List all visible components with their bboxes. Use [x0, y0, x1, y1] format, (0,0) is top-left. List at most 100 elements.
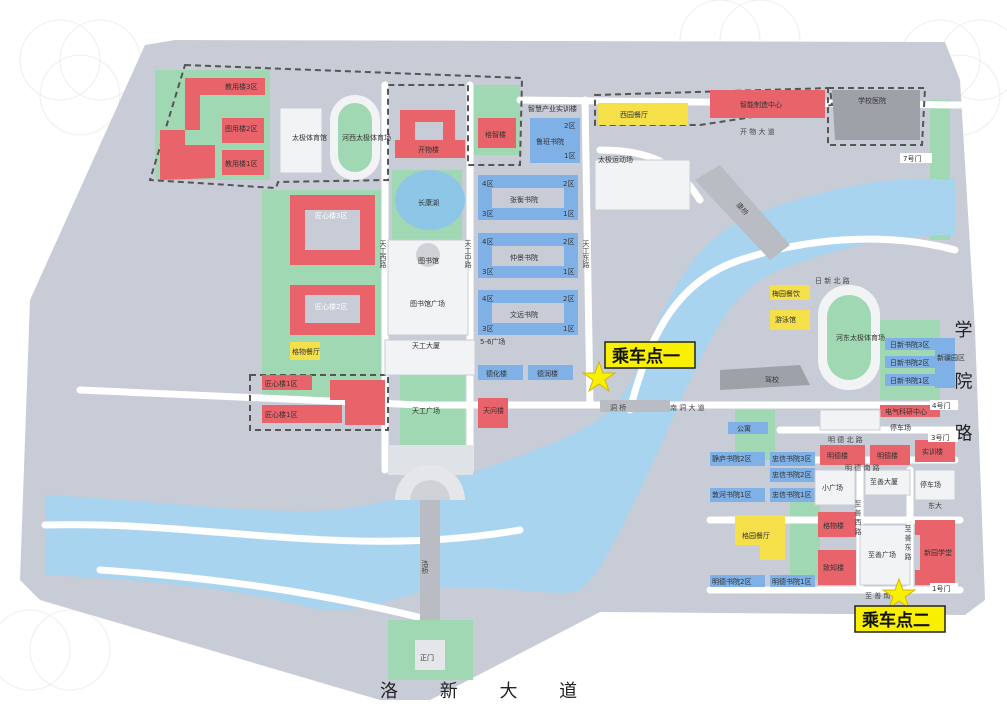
label-zone4-b: 4区: [482, 238, 493, 246]
label-rixin1: 日新书院1区: [890, 376, 929, 385]
label-zhishan-dasha: 至善大厦: [870, 477, 898, 486]
gray-buildings: [720, 90, 920, 390]
label-jiaoyong3: 教用楼3区: [225, 82, 257, 91]
zhishan-west-label: 至 善 西 路: [854, 500, 862, 536]
label-zone2-d: 2区: [563, 295, 574, 303]
gate-4-label: 4号门: [932, 401, 950, 410]
xueyuan-road-text: 学 院 路: [952, 320, 973, 456]
label-meiyuan-canting: 梅园餐饮: [772, 289, 800, 298]
star-icon: [581, 360, 617, 393]
label-tiangong-dasha: 天工大厦: [412, 341, 440, 350]
label-school-hospital: 学校医院: [858, 96, 886, 105]
building-courtyards: [305, 122, 443, 323]
label-zhongxin1: 忠信书院1区: [772, 490, 811, 499]
label-zone4-a: 4区: [482, 180, 493, 188]
label-jinglu-shuyuan1: 明德书院1区: [772, 577, 811, 586]
yellow-buildings: [290, 103, 810, 560]
label-tianzhi-lou: 格智楼: [485, 130, 506, 139]
main-gate-label: 正门: [420, 653, 434, 662]
gate-1-label: 1号门: [932, 584, 950, 593]
label-jiaoyong2: 图用楼2区: [225, 124, 257, 133]
label-taiji-yundongchang: 太极运动场: [598, 155, 633, 164]
label-dianqi-center: 电气科研中心: [885, 407, 927, 416]
label-jinglu2: 静庐书院2区: [712, 454, 751, 463]
tiangong-middle-label: 天工中路: [464, 240, 472, 269]
pickup-point-1[interactable]: 乘车点一: [581, 341, 696, 393]
label-tiankai-lou: 天问楼: [483, 406, 504, 415]
label-xiyuan-canting: 西园餐厅: [620, 110, 648, 119]
label-changkang-lake: 长康湖: [418, 198, 439, 207]
nandong-avenue-label: 南 洞 大 道: [670, 403, 705, 412]
label-zone2-c: 2区: [563, 238, 574, 246]
label-zhongxin2: 忠信书院2区: [772, 470, 811, 479]
bridges: [420, 165, 790, 620]
label-yuanyuan-lou: 德润楼: [537, 369, 558, 378]
label-shuhe1: 敦河书院1区: [712, 490, 751, 499]
label-taiji-gym: 太极体育馆: [292, 133, 327, 142]
label-mingyuan-lou: 明德楼: [877, 451, 898, 460]
label-zhihui-center: 智慧产业实训楼: [528, 104, 577, 113]
label-zone1-d: 1区: [563, 325, 574, 333]
zone-boundaries: [148, 63, 927, 431]
white-buildings: [279, 107, 956, 586]
label-tingchechang2: 停车场: [920, 480, 941, 489]
river: [45, 179, 955, 611]
xueyuan-road-label: 学 院 路: [952, 320, 973, 456]
label-hexi-stadium: 河西太极体育场: [342, 133, 391, 142]
blue-courtyards: [492, 188, 564, 323]
label-zhizhi-lou: 致知楼: [823, 563, 844, 572]
label-jiangxin1b: 匠心楼1区: [265, 410, 297, 419]
label-zone1-a: 1区: [564, 152, 575, 160]
label-zone1-c: 1区: [563, 268, 574, 276]
label-rixin2: 日新书院2区: [890, 358, 929, 367]
label-gongyu: 公寓: [737, 424, 751, 433]
label-zhishan-square: 至善广场: [868, 550, 896, 559]
road-labels: 洛 新 大 道 开 物 大 道 南 洞 大 道 明 德 北 路 明 德 南 路 …: [379, 127, 942, 702]
label-zone1-b: 1区: [563, 210, 574, 218]
zhishan-south-label: 至 善 南 路: [865, 591, 900, 600]
label-jiangxin3: 匠心楼3区: [315, 211, 347, 220]
label-zone3-c: 3区: [482, 325, 493, 333]
label-meiyuan-canting2: 格园餐厅: [742, 531, 770, 540]
label-zhineng-center: 智能制造中心: [740, 100, 782, 109]
pickup-point-2[interactable]: 乘车点二: [854, 577, 946, 633]
dongqiao-label: 洞 桥: [610, 403, 626, 412]
tiangong-west-label: 天工西路: [379, 240, 387, 269]
label-tingchechang: 停车场: [890, 423, 911, 432]
label-zone3-a: 3区: [482, 210, 493, 218]
gate-3-label: 3号门: [931, 433, 949, 442]
star-icon: [881, 577, 917, 610]
label-jiaxiao: 驾校: [765, 375, 779, 384]
luoqiao-label: 洛桥: [421, 559, 429, 575]
label-zone3-b: 3区: [482, 268, 493, 276]
mingde-north-label: 明 德 北 路: [828, 435, 863, 444]
pickup-point-2-label: 乘车点二: [861, 610, 930, 631]
label-rixin3: 日新书院3区: [890, 340, 929, 349]
changkang-lake: [395, 170, 465, 230]
label-hedong-stadium: 河东太极体育场: [836, 333, 885, 342]
hedong-stadium: [818, 285, 880, 390]
mingde-south-label: 明 德 南 路: [845, 463, 880, 472]
label-jiangxin1: 匠心楼1区: [265, 379, 297, 388]
label-library: 图书馆: [418, 256, 439, 265]
rixin-north-label: 日 新 北 路: [815, 276, 850, 285]
zhishan-east-label: 至 善 东 路: [904, 525, 912, 561]
label-gewu-lou: 德化楼: [486, 369, 507, 378]
label-tiangong-square: 天工广场: [412, 406, 440, 415]
label-jinglu-shuyuan2: 明德书院2区: [712, 577, 751, 586]
label-kaiwu-lou: 开物楼: [418, 145, 439, 154]
label-zhongxin3: 忠信书院3区: [772, 454, 811, 463]
label-square56: 5-6广场: [480, 337, 505, 346]
label-zone4-c: 4区: [482, 295, 493, 303]
pickup-point-1-label: 乘车点一: [611, 346, 680, 367]
label-shixun-lou: 实训楼: [922, 447, 943, 456]
label-mingde-lou: 明德楼: [827, 451, 848, 460]
label-zone2-a: 2区: [564, 122, 575, 130]
kaiwu-avenue-label: 开 物 大 道: [740, 127, 775, 136]
label-zhangheng: 张衡书院: [510, 195, 538, 204]
luoxin-avenue-label: 洛 新 大 道: [380, 681, 595, 702]
label-xueyuan-zone: 新疆园区: [937, 353, 965, 362]
dongda-label: 东大: [928, 501, 942, 510]
label-zone2-b: 2区: [563, 180, 574, 188]
